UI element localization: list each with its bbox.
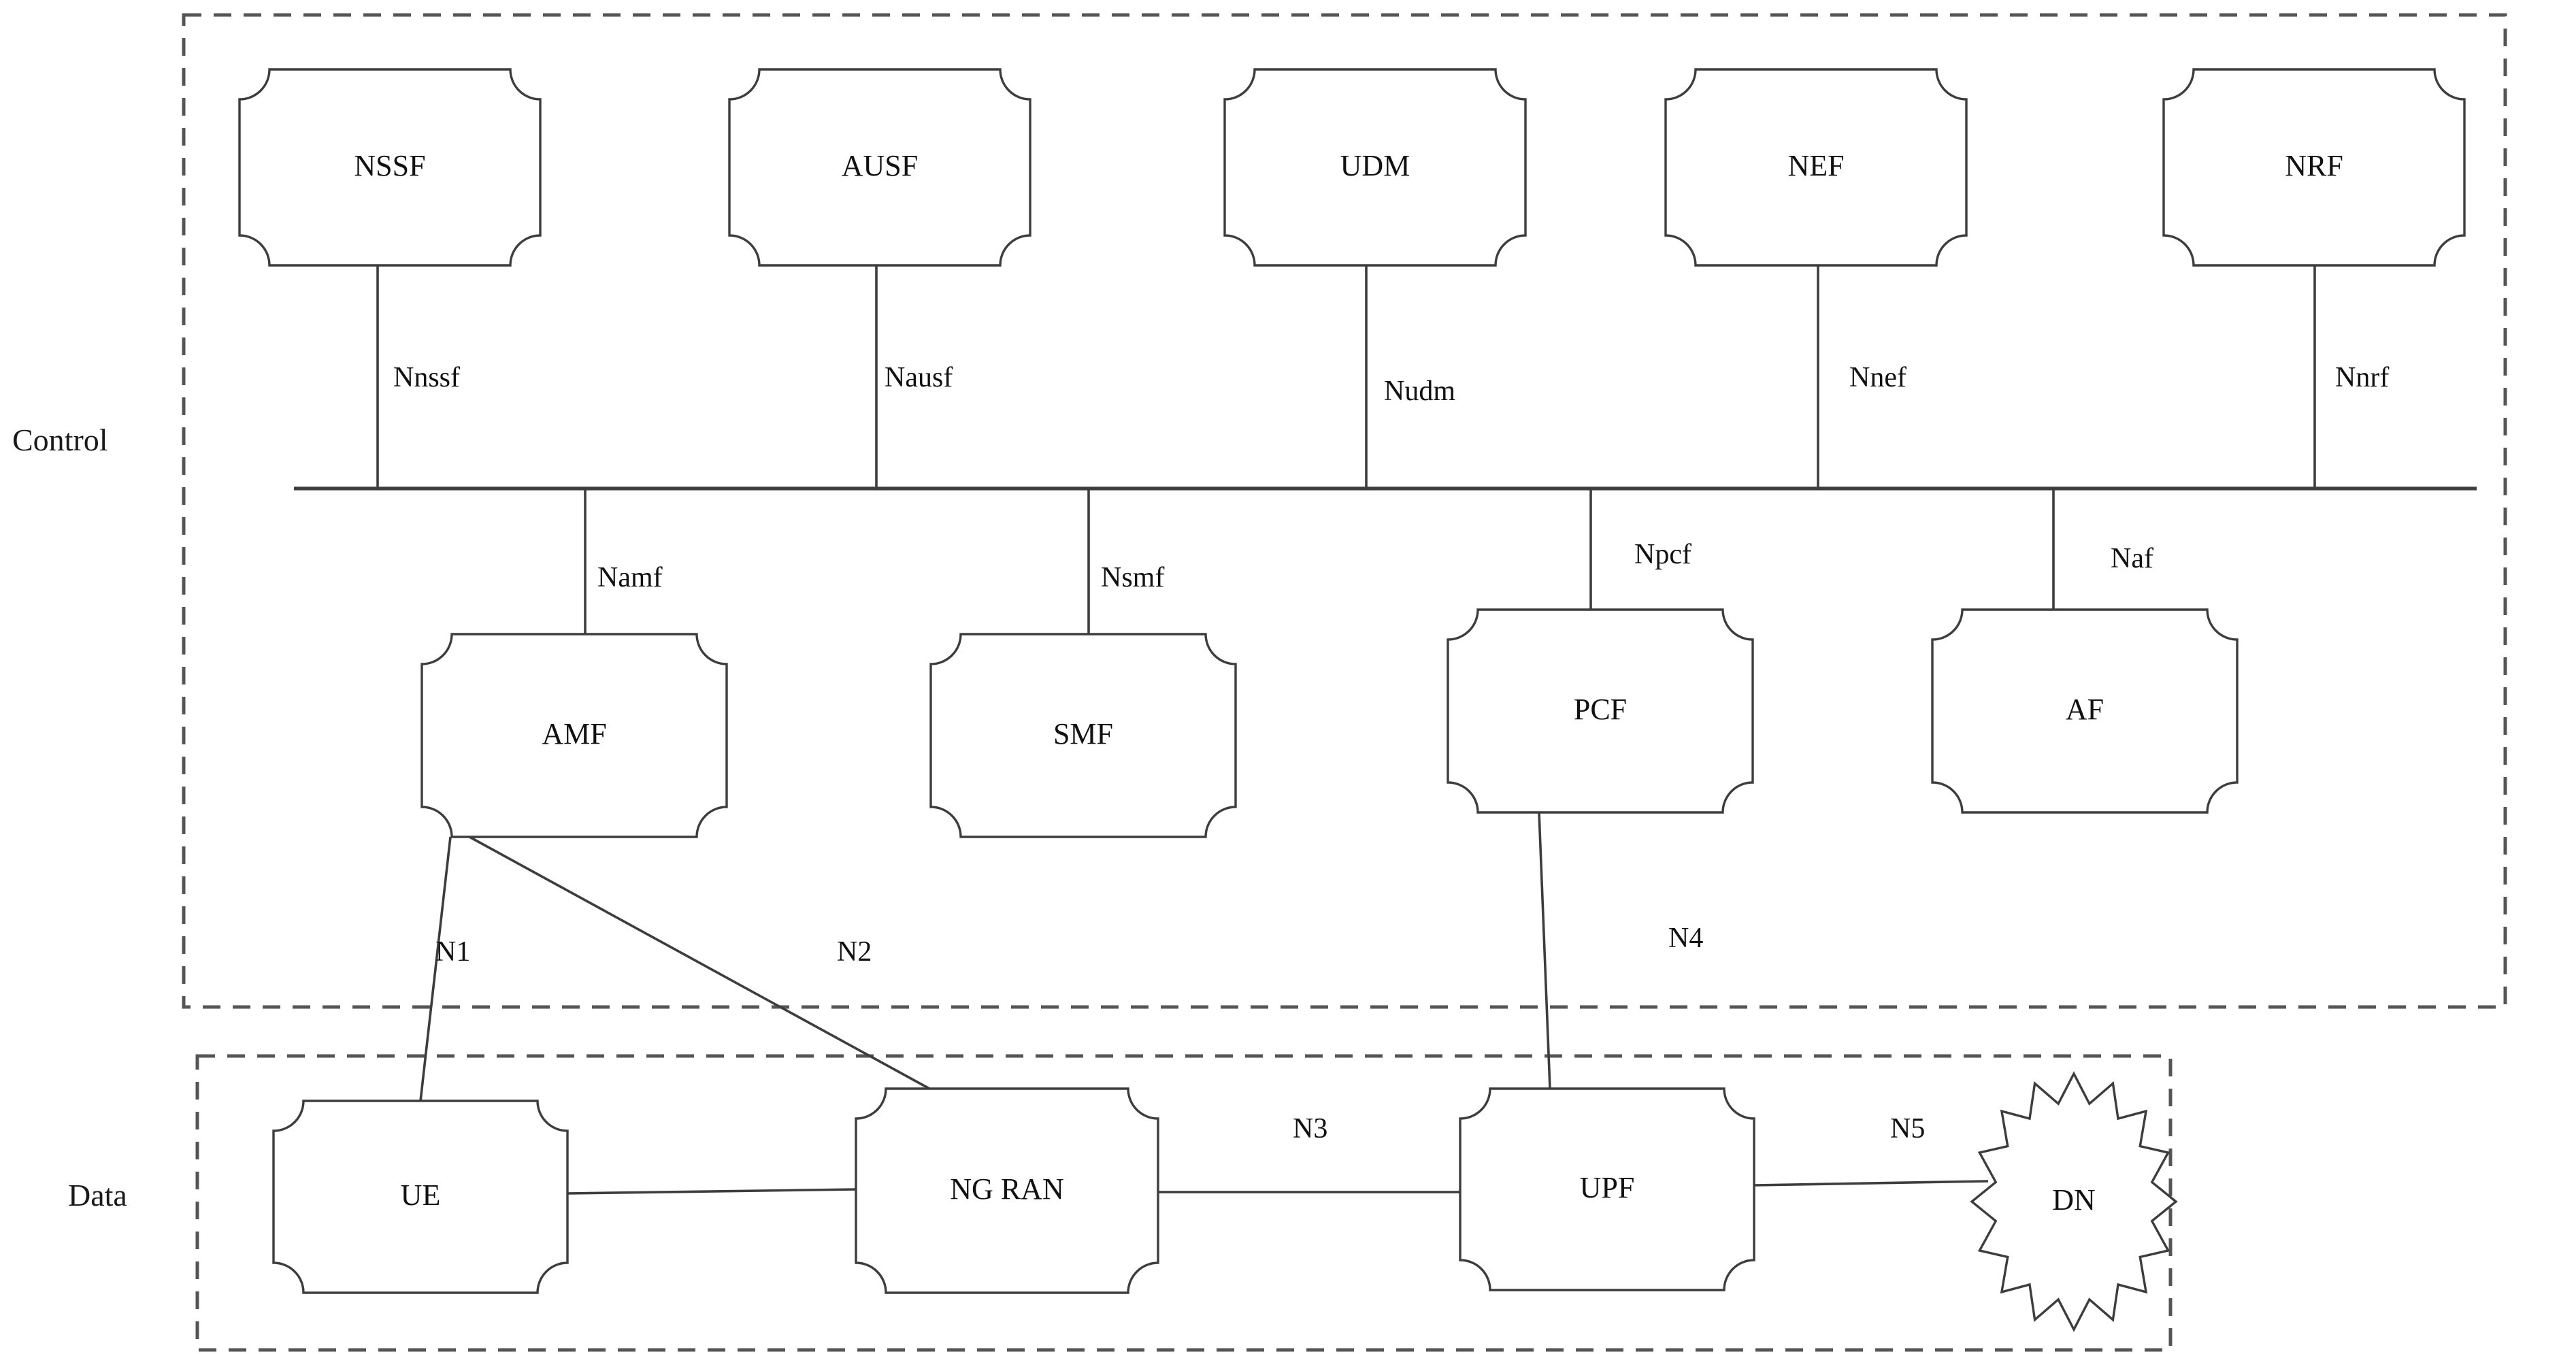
node-shape-dn[interactable] [1970,1071,2178,1332]
interface-label-nausf: Nausf [885,362,953,393]
node-label-nef: NEF [1787,149,1844,182]
interface-label-n3: N3 [1293,1113,1327,1144]
node-label-upf: UPF [1580,1171,1635,1204]
node-label-nssf: NSSF [354,149,425,182]
interface-label-n1: N1 [435,936,470,968]
node-shape-amf[interactable] [420,633,728,838]
node-label-amf: AMF [542,717,606,750]
node-label-smf: SMF [1053,717,1113,750]
interface-label-n2: N2 [837,936,872,968]
node-shape-udm[interactable] [1223,68,1527,267]
node-label-ausf: AUSF [842,149,919,182]
node-shape-ngran[interactable] [855,1087,1159,1294]
interface-label-nudm: Nudm [1384,376,1455,407]
connection-line-n2 [469,836,930,1090]
node-shape-upf[interactable] [1459,1087,1755,1291]
connection-line-n4 [1538,812,1551,1089]
interface-label-n4: N4 [1668,923,1703,954]
interface-label-naf: Naf [2111,543,2153,574]
plane-boundaries [182,13,2507,1352]
plane-boundary-control [182,13,2507,1009]
connection-lines [376,265,2316,1195]
node-label-dn: DN [2052,1183,2096,1217]
interface-label-n5: N5 [1890,1113,1925,1144]
connection-line-ue-ngran [567,1188,857,1195]
node-label-nrf: NRF [2285,149,2343,182]
node-shape-af[interactable] [1931,608,2239,814]
interface-label-nnef: Nnef [1849,362,1906,393]
interface-label-nnssf: Nnssf [393,362,460,393]
node-shape-smf[interactable] [929,633,1237,838]
node-shape-pcf[interactable] [1447,608,1754,814]
node-shape-nrf[interactable] [2162,68,2466,267]
interface-label-nnrf: Nnrf [2335,362,2389,393]
plane-boundary-data [195,1054,2173,1352]
node-label-af: AF [2066,693,2104,726]
node-label-ngran: NG RAN [950,1172,1063,1206]
node-label-pcf: PCF [1574,693,1627,726]
connection-line-n5 [1753,1180,1989,1187]
node-shape-ausf[interactable] [728,68,1031,267]
node-shape-ue[interactable] [272,1100,569,1294]
plane-label-control: Control [12,423,108,457]
node-label-ue: UE [401,1178,441,1212]
interface-label-namf: Namf [597,562,663,593]
connection-line-n1 [419,836,452,1102]
node-label-udm: UDM [1340,149,1410,182]
node-shape-nssf[interactable] [238,68,542,267]
interface-label-npcf: Npcf [1634,539,1691,570]
network-function-nodes [238,68,2466,1332]
plane-label-data: Data [68,1178,127,1212]
node-shape-nef[interactable] [1664,68,1968,267]
interface-label-nsmf: Nsmf [1101,562,1164,593]
